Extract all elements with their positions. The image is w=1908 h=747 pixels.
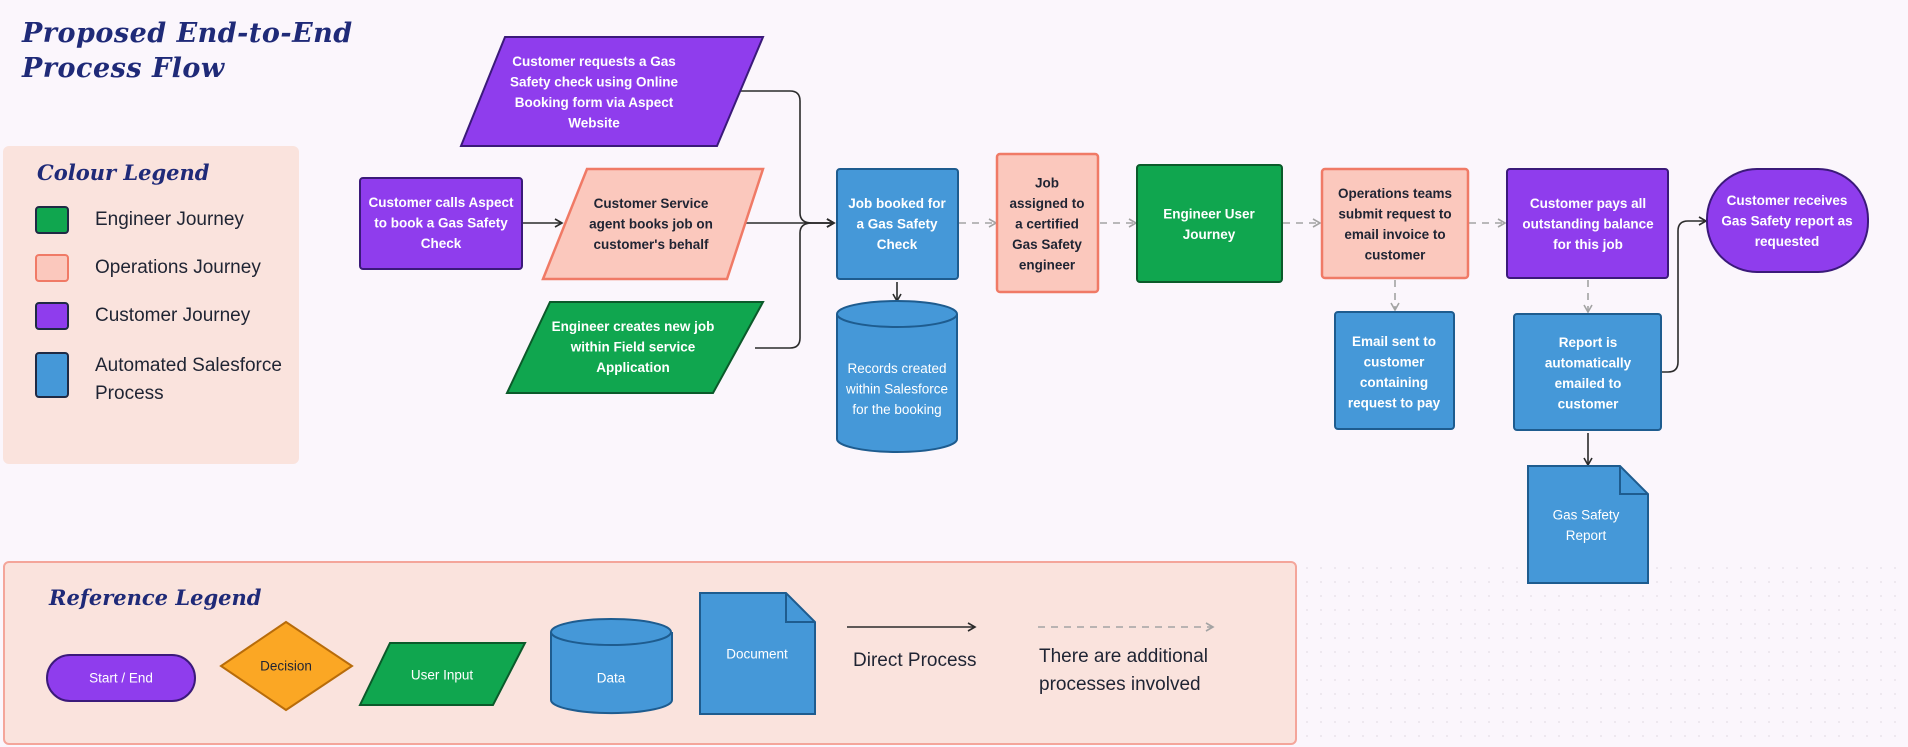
additional-processes-label: There are additional processes involved [1039,646,1208,695]
customer-pays-node [1506,168,1669,279]
colour-legend-heading: Colour Legend [37,160,210,185]
customer-swatch [35,302,69,330]
agent-books-node [541,167,765,281]
dot-grid-background [1300,561,1900,745]
legend-data-shape [550,618,673,715]
customer-receives-node [1706,168,1869,273]
job-assigned-node [995,152,1100,294]
legend-start-end-text: Start / End [89,671,153,686]
engineer-swatch [35,206,69,234]
records-created-node [836,300,958,453]
legend-row-operations: Operations Journey [35,254,295,282]
legend-row-engineer: Engineer Journey [35,206,295,234]
legend-document-shape [699,592,816,715]
legend-row-customer: Customer Journey [35,302,295,330]
arrow-engineer-to-job [755,218,836,349]
legend-label: Operations Journey [95,257,261,278]
direct-process-label: Direct Process [853,650,977,671]
automated-swatch [35,352,69,398]
gas-report-node [1527,465,1649,584]
page-title: Proposed End-to-End Process Flow [22,18,353,84]
online-booking-node [459,36,765,147]
legend-label: Customer Journey [95,305,251,326]
customer-calls-node [359,177,523,270]
legend-decision-text: Decision [260,659,312,674]
job-booked-node [836,168,959,280]
legend-row-automated: Automated Salesforce Process [35,352,295,408]
reference-legend-heading: Reference Legend [49,585,262,610]
legend-label: Engineer Journey [95,209,244,230]
legend-user-input-shape [358,642,527,706]
engineer-journey-node [1136,164,1283,283]
legend-data-text: Data [597,671,626,686]
legend-label: Automated Salesforce Process [95,355,282,404]
legend-start-end-shape [46,654,196,702]
legend-decision-shape [219,620,354,712]
ops-invoice-node [1320,167,1470,280]
legend-document-text: Document [726,647,788,662]
email-sent-node [1334,311,1455,430]
report-emailed-node [1513,313,1662,431]
arrow-online-to-job [733,90,836,228]
engineer-creates-node [505,301,765,394]
legend-user-input-text: User Input [411,668,474,683]
arrow-report-to-receives [1627,216,1708,373]
colour-legend-panel: Colour Legend Engineer Journey Operation… [3,146,299,464]
operations-swatch [35,254,69,282]
